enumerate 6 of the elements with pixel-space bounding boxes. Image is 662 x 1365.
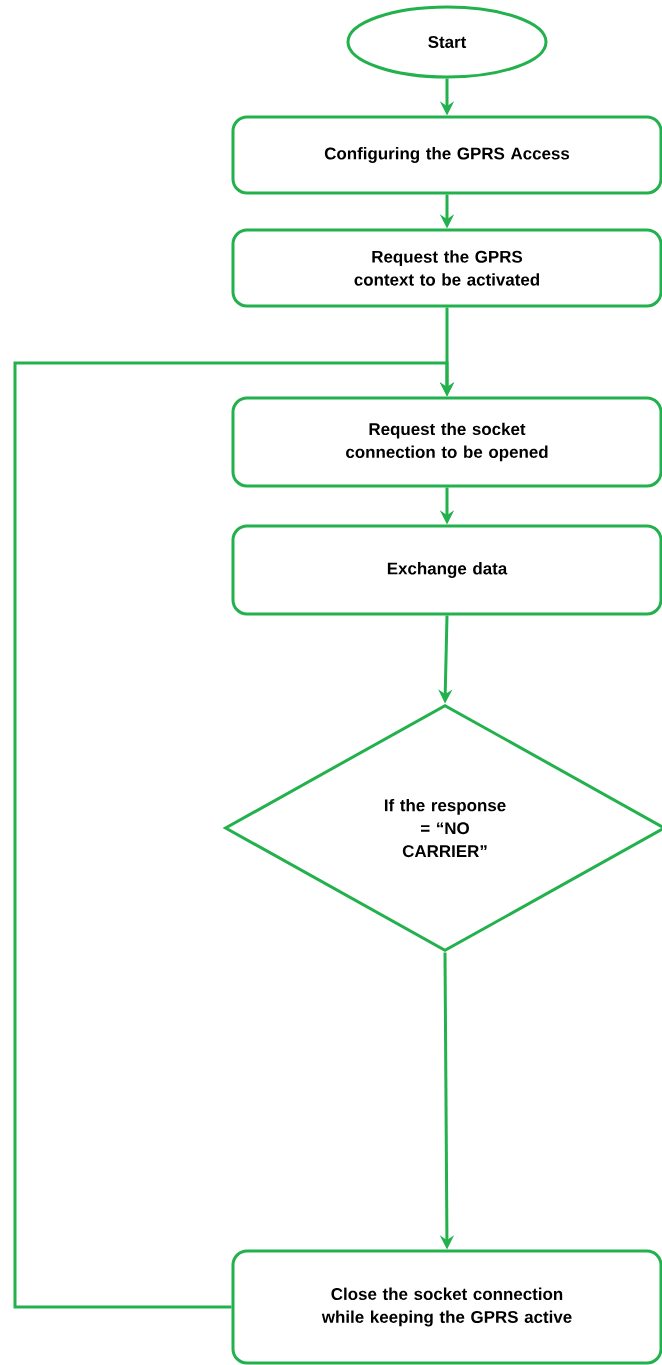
process-box: Request the GPRS context to be activated bbox=[231, 228, 662, 308]
process-box: Close the socket connection while keeping the GPRS active bbox=[231, 1249, 662, 1365]
process-box: Request the socket connection to be opened bbox=[231, 396, 662, 488]
arrow bbox=[13, 361, 455, 1309]
process-box: Configuring the GPRS Access bbox=[231, 115, 662, 195]
process-box: Exchange data bbox=[231, 524, 662, 616]
